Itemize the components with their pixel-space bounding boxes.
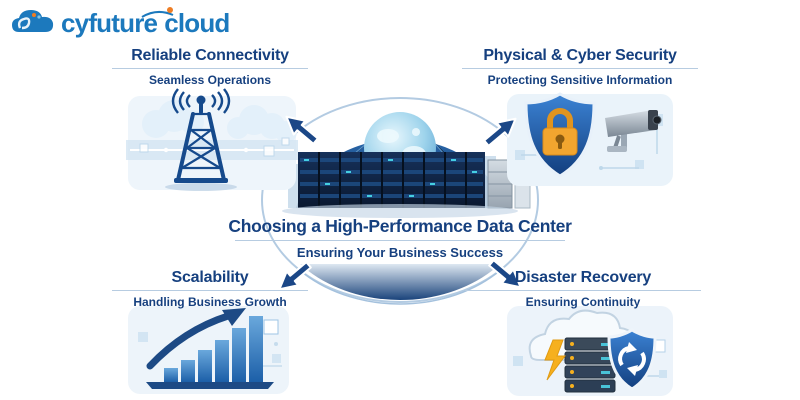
reliable-connectivity-illustration bbox=[126, 88, 298, 191]
quadrant-subtitle: Protecting Sensitive Information bbox=[487, 73, 673, 87]
growth-bar-chart-icon bbox=[146, 316, 274, 389]
chart-base bbox=[146, 382, 274, 389]
cloud-swirl-icon bbox=[12, 10, 54, 32]
logo-product: cloud bbox=[164, 7, 230, 38]
radio-tower-icon bbox=[174, 95, 228, 183]
lightning-icon bbox=[544, 339, 566, 381]
quadrant-reliable-connectivity: Reliable Connectivity Seamless Operation… bbox=[112, 47, 308, 87]
signal-waves-icon bbox=[171, 88, 231, 114]
cctv-camera-icon bbox=[605, 110, 662, 152]
center-title-block: Choosing a High-Performance Data Center … bbox=[210, 216, 590, 260]
backup-servers-icon bbox=[564, 337, 616, 393]
logo-swoosh-accent bbox=[141, 7, 174, 18]
server-led-lights bbox=[304, 159, 477, 197]
quadrant-title: Disaster Recovery bbox=[514, 269, 652, 286]
title-underline bbox=[465, 290, 701, 291]
scalability-illustration bbox=[128, 306, 289, 394]
title-underline bbox=[112, 68, 308, 69]
security-shield-lock-icon bbox=[524, 92, 596, 178]
quadrant-scalability: Scalability Handling Business Growth bbox=[112, 269, 308, 309]
quadrant-subtitle: Ensuring Continuity bbox=[525, 295, 641, 309]
main-title: Choosing a High-Performance Data Center bbox=[228, 216, 572, 236]
center-ellipse-ring bbox=[261, 97, 539, 303]
quadrant-title: Physical & Cyber Security bbox=[483, 47, 677, 64]
logo-brand: cyfuture bbox=[61, 7, 158, 38]
recovery-shield-icon bbox=[607, 328, 657, 391]
quadrant-physical-cyber-security: Physical & Cyber Security Protecting Sen… bbox=[462, 47, 698, 87]
main-subtitle: Ensuring Your Business Success bbox=[296, 245, 504, 260]
quadrant-disaster-recovery: Disaster Recovery Ensuring Continuity bbox=[465, 269, 701, 309]
quadrant-title: Scalability bbox=[171, 269, 249, 286]
padlock-icon bbox=[542, 108, 578, 156]
security-illustration bbox=[507, 92, 673, 186]
growth-arrow-icon bbox=[146, 308, 246, 370]
disaster-recovery-illustration bbox=[507, 306, 673, 396]
data-center-illustration bbox=[261, 97, 539, 305]
title-underline bbox=[462, 68, 698, 69]
bottom-arc-outline bbox=[298, 270, 502, 305]
server-racks-icon bbox=[282, 152, 531, 218]
ellipse-bottom-bowl bbox=[300, 264, 500, 300]
floor-reflection bbox=[282, 204, 518, 218]
title-underline bbox=[112, 290, 308, 291]
quadrant-subtitle: Handling Business Growth bbox=[133, 295, 287, 309]
title-underline bbox=[235, 240, 565, 241]
quadrant-subtitle: Seamless Operations bbox=[148, 73, 272, 87]
quadrant-title: Reliable Connectivity bbox=[131, 47, 289, 64]
